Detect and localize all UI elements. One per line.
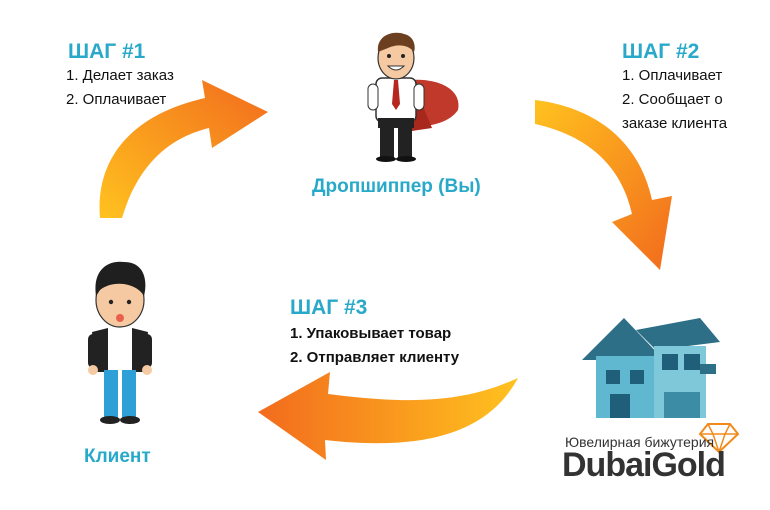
brand-name: DubaiGold: [562, 446, 726, 484]
brand-tagline: Ювелирная бижутерия: [565, 434, 715, 450]
arrow-step2-icon: [535, 100, 672, 270]
step2-line-2: 2. Сообщает о: [622, 91, 723, 108]
step3-title: ШАГ #3: [290, 296, 368, 319]
step2-title: ШАГ #2: [622, 40, 700, 63]
step3-line-1: 1. Упаковывает товар: [290, 325, 452, 342]
client-label: Клиент: [84, 446, 151, 467]
house-icon: [582, 318, 720, 418]
step2-line-3: заказе клиента: [622, 115, 728, 132]
step1-title: ШАГ #1: [68, 40, 146, 63]
arrow-step3-icon: [258, 372, 518, 460]
step1-line-1: 1. Делает заказ: [66, 67, 174, 84]
diamond-logo-icon: [698, 423, 740, 455]
step1-line-2: 2. Оплачивает: [66, 91, 167, 108]
client-figure: [88, 261, 152, 424]
step2-line-1: 1. Оплачивает: [622, 67, 723, 84]
step3-line-2: 2. Отправляет клиенту: [290, 349, 460, 366]
arrow-step1-icon: [99, 80, 268, 218]
dropshipper-label: Дропшиппер (Вы): [312, 176, 481, 197]
dropshipper-figure: [367, 32, 459, 162]
